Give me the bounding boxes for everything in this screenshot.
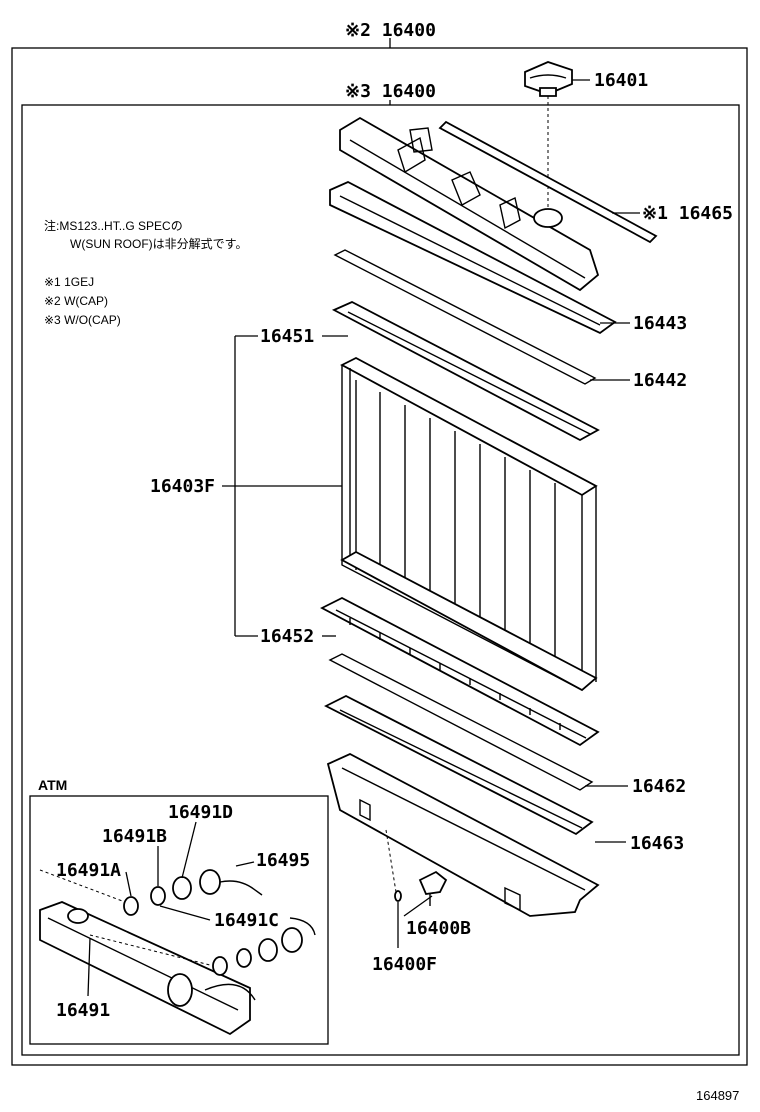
leader-16495 <box>235 861 255 867</box>
label-tank-16463: 16463 <box>630 833 684 854</box>
label-gasket-16443: 16443 <box>633 313 687 334</box>
outer-frame <box>11 47 748 1066</box>
note-1: ※1 1GEJ <box>44 275 94 289</box>
leader-16491 <box>87 937 91 997</box>
seal-strip-part <box>438 120 658 244</box>
radiator-core-part <box>340 356 598 692</box>
lower-core-plate-part <box>320 596 600 747</box>
label-gasket-16462: 16462 <box>632 776 686 797</box>
atm-dash-2 <box>89 934 211 966</box>
label-tank-16452: 16452 <box>260 626 314 647</box>
leader-16491D <box>181 821 197 879</box>
drain-plug-part <box>385 829 402 902</box>
atm-box <box>29 795 329 1045</box>
footer-code: 164897 <box>696 1088 739 1103</box>
atm-fitting-set-2 <box>212 917 316 976</box>
label-cap: 16401 <box>594 70 648 91</box>
lower-gasket-part <box>328 653 594 791</box>
note-3: ※3 W/O(CAP) <box>44 313 121 327</box>
note-line-1: 注:MS123..HT..G SPECの <box>44 218 183 233</box>
atm-oil-cooler-part <box>39 901 256 1036</box>
inner-frame <box>21 104 740 1056</box>
atm-label: ATM <box>38 777 67 793</box>
radiator-cap-part <box>524 61 573 97</box>
note-line-2: W(SUN ROOF)は非分解式です。 <box>70 237 247 251</box>
label-drain-plug: 16400F <box>372 954 437 975</box>
upper-tank-part <box>339 116 600 292</box>
lower-gasket-plate-part <box>324 694 594 836</box>
label-16491A: 16491A <box>56 860 121 881</box>
upper-gasket-plate <box>329 181 617 335</box>
label-core: 16403F <box>150 476 215 497</box>
label-16491B: 16491B <box>102 826 167 847</box>
leader-16491C <box>159 905 211 921</box>
atm-fitting-set-1 <box>123 869 263 916</box>
leader-16491A <box>125 871 132 897</box>
label-seal: ※1 16465 <box>642 203 733 224</box>
label-16491C: 16491C <box>214 910 279 931</box>
lower-tank-part <box>326 752 600 917</box>
label-gasket-16442: 16442 <box>633 370 687 391</box>
label-16495: 16495 <box>256 850 310 871</box>
label-16491: 16491 <box>56 1000 110 1021</box>
label-assy-cap: ※2 16400 <box>345 20 436 41</box>
label-16491D: 16491D <box>168 802 233 823</box>
upper-gasket-part <box>333 249 597 385</box>
label-assy-wo-cap: ※3 16400 <box>345 81 436 102</box>
label-drain-cock: 16400B <box>406 918 471 939</box>
upper-core-plate-part <box>331 301 600 442</box>
drain-cock-leader <box>403 895 433 917</box>
drain-cock-part <box>418 870 448 906</box>
label-tank-16451: 16451 <box>260 326 314 347</box>
note-2: ※2 W(CAP) <box>44 294 108 308</box>
